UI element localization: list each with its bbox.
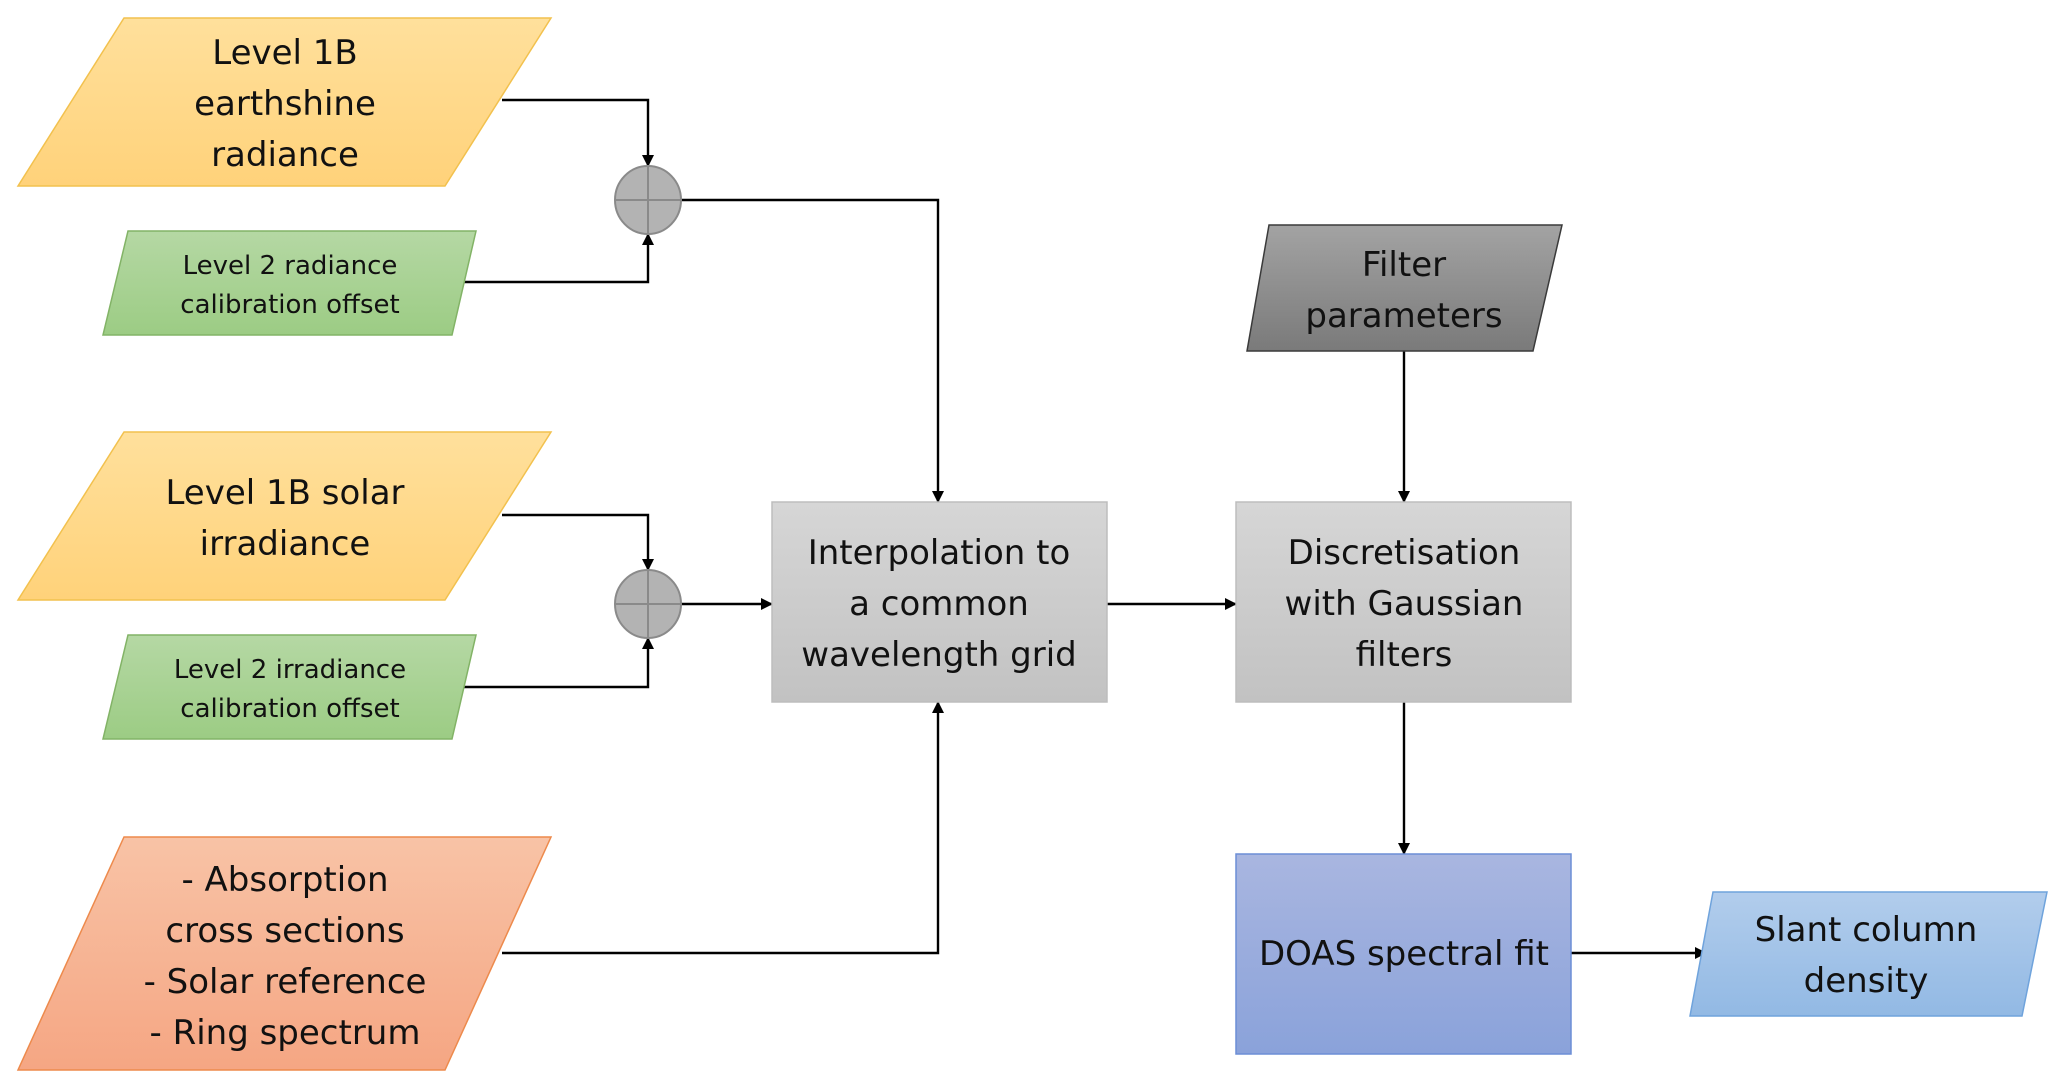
node-label-line: Level 1B (212, 33, 358, 73)
node-filter-parameters[interactable]: Filter parameters (1246, 224, 1563, 352)
node-label-line: Level 2 irradiance (174, 655, 406, 685)
node-label-line: calibration offset (180, 290, 399, 320)
node-label-line: with Gaussian (1285, 584, 1524, 624)
node-label-line: filters (1356, 635, 1453, 675)
node-label-line: - Absorption (181, 860, 388, 900)
summing-junction-radiance (614, 165, 682, 235)
edge-earthshine-to-sum (502, 98, 654, 167)
node-label-line: Slant column (1755, 910, 1978, 950)
node-l1b-earthshine-radiance[interactable]: Level 1B earthshine radiance (16, 17, 553, 187)
node-l2-radiance-calibration-offset[interactable]: Level 2 radiance calibration offset (102, 230, 477, 336)
node-slant-column-density[interactable]: Slant column density (1689, 891, 2048, 1017)
edge-reference-to-interpolation (502, 701, 944, 955)
node-label-line: radiance (211, 135, 359, 175)
node-label-line: - Ring spectrum (150, 1013, 421, 1053)
node-label-line: density (1804, 961, 1929, 1001)
node-discretisation[interactable]: Discretisation with Gaussian filters (1235, 501, 1572, 703)
edge-solar-to-sum (502, 513, 654, 571)
node-label-line: Level 1B solar (165, 473, 404, 513)
summing-junction-irradiance (614, 569, 682, 639)
node-label-line: Discretisation (1288, 533, 1521, 573)
node-interpolation[interactable]: Interpolation to a common wavelength gri… (771, 501, 1108, 703)
node-label-line: DOAS spectral fit (1259, 934, 1549, 974)
node-label-line: cross sections (165, 911, 404, 951)
node-label-line: a common (849, 584, 1029, 624)
node-l2-irradiance-calibration-offset[interactable]: Level 2 irradiance calibration offset (102, 634, 477, 740)
node-doas-spectral-fit[interactable]: DOAS spectral fit (1235, 853, 1572, 1055)
node-label-line: - Solar reference (144, 962, 427, 1002)
node-label-line: Level 2 radiance (183, 251, 398, 281)
node-label-line: Filter (1362, 245, 1446, 285)
node-label-line: calibration offset (180, 694, 399, 724)
edge-radiance-offset-to-sum (464, 233, 654, 284)
node-label-line: Interpolation to (808, 533, 1071, 573)
edge-irradiance-offset-to-sum (464, 637, 654, 689)
node-reference-data[interactable]: - Absorption cross sections - Solar refe… (16, 836, 553, 1071)
edge-sum-radiance-to-interpolation (681, 198, 944, 503)
node-l1b-solar-irradiance[interactable]: Level 1B solar irradiance (16, 431, 553, 601)
node-label-line: wavelength grid (801, 635, 1076, 675)
connectors (464, 98, 1707, 959)
node-label-line: irradiance (200, 524, 371, 564)
node-label-line: earthshine (194, 84, 376, 124)
node-label-line: parameters (1305, 296, 1502, 336)
